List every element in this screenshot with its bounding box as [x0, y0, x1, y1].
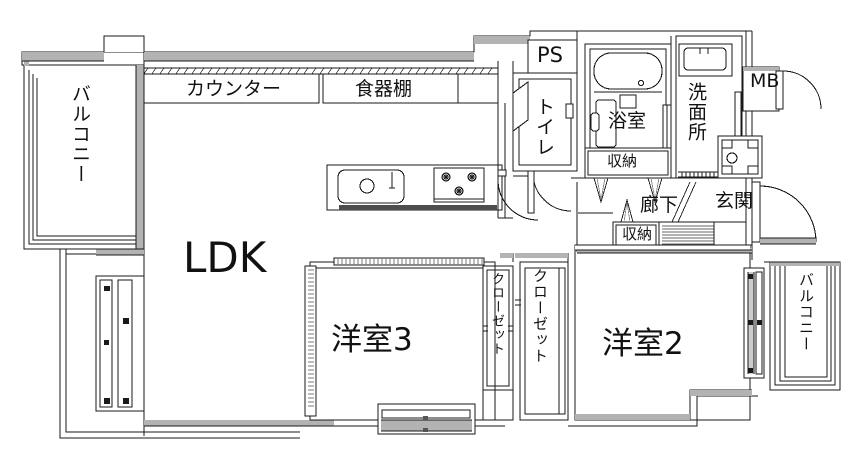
- closet-right: [515, 261, 569, 421]
- mb-label: MB: [750, 70, 780, 92]
- room3-walls: [304, 257, 496, 421]
- toilet-room: [512, 72, 578, 214]
- corridor-storage-label: 収納: [622, 225, 653, 243]
- balcony-right-label: バルコニー: [797, 272, 815, 352]
- balcony-right-structure: [764, 261, 841, 391]
- counter-label: カウンター: [186, 78, 282, 100]
- room2-label: 洋室2: [602, 326, 684, 362]
- top-wall: [22, 31, 531, 62]
- closet-right-label: クローゼット: [531, 268, 549, 364]
- corridor-label: 廊下: [640, 194, 679, 216]
- ldk-label: LDK: [183, 233, 267, 282]
- ps-label: PS: [537, 43, 563, 67]
- kitchen-unit: [326, 164, 503, 211]
- entrance-label: 玄関: [715, 190, 754, 212]
- outer-bottom-left: [59, 248, 334, 439]
- bath-storage: [584, 147, 672, 179]
- balcony-left-structure: [21, 51, 145, 250]
- ldk-hall-wall: [497, 74, 539, 221]
- cupboard-label: 食器棚: [355, 78, 413, 100]
- ldk-boundary: [95, 249, 145, 436]
- ps-shaft: [527, 39, 578, 74]
- ldk-walls: [143, 67, 499, 104]
- hall-walls: [513, 170, 752, 179]
- closet-left-label: クローゼット: [489, 272, 504, 356]
- bath-storage-label: 収納: [607, 152, 638, 170]
- bay-window: [334, 403, 505, 435]
- closet-left: [482, 265, 514, 421]
- bath-storage-swings: [593, 177, 663, 204]
- entrance-door: [751, 181, 817, 245]
- washer-pan: [717, 135, 763, 179]
- room2-balcony-window: [743, 267, 765, 379]
- mb-box: [742, 66, 822, 112]
- bath-label: 浴室: [608, 110, 647, 132]
- room3-label: 洋室3: [331, 322, 413, 358]
- balcony-left-label: バルコニー: [69, 84, 91, 184]
- washroom-label: 洗面所: [685, 82, 707, 142]
- toilet-label: トイレ: [533, 97, 555, 157]
